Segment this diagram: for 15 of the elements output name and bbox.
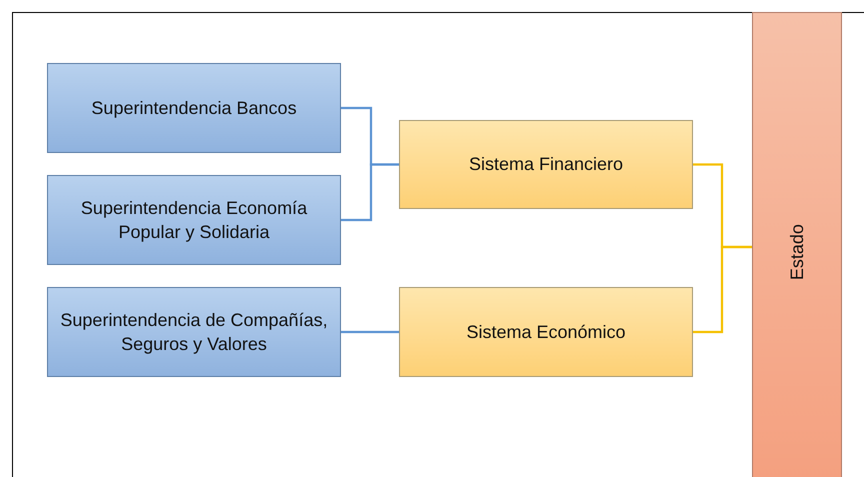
process-box bbox=[47, 175, 341, 265]
box-label: Superintendencia de Compañías, Seguros y Valores bbox=[59, 308, 329, 356]
box-label: Sistema Económico bbox=[466, 320, 626, 344]
box-label: Sistema Financiero bbox=[468, 153, 624, 176]
box-label: Superintendencia Bancos bbox=[91, 96, 297, 120]
box-label: Superintendencia Economía Popular y Solidaria bbox=[80, 196, 308, 244]
process-box bbox=[399, 287, 693, 377]
connector-line bbox=[341, 163, 399, 222]
process-box bbox=[399, 120, 693, 209]
bar-label: Estado bbox=[786, 224, 808, 280]
process-box bbox=[47, 63, 341, 153]
vertical-bar bbox=[752, 12, 842, 477]
connector-line bbox=[693, 246, 752, 334]
connector-line bbox=[341, 330, 399, 334]
process-box bbox=[47, 287, 341, 377]
